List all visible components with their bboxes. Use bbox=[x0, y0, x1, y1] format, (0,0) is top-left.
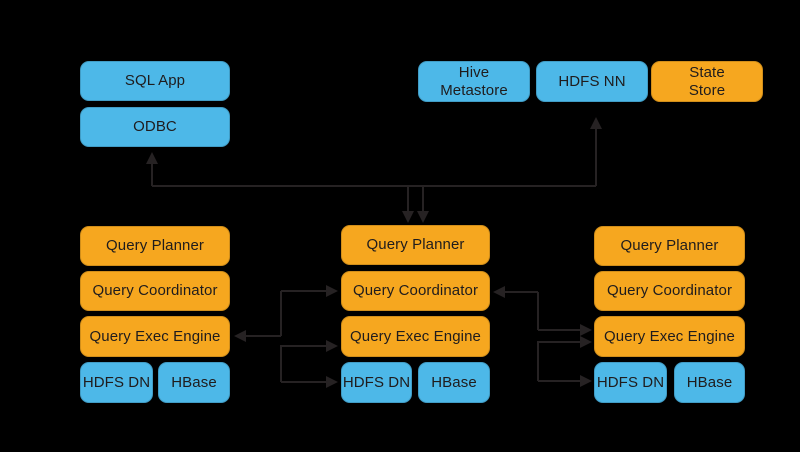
hdfs-nn-label: HDFS NN bbox=[558, 72, 626, 90]
node-3-query-exec-engine-box: Query Exec Engine bbox=[594, 316, 745, 357]
left-middle-coordinator-exec-arrows bbox=[234, 285, 338, 342]
node-3-query-coordinator-label: Query Coordinator bbox=[606, 282, 733, 299]
node-3-query-planner-box: Query Planner bbox=[594, 226, 745, 266]
node-1-query-coordinator-label: Query Coordinator bbox=[92, 282, 218, 299]
node-1-query-exec-engine-label: Query Exec Engine bbox=[89, 327, 221, 345]
node-1-query-planner-label: Query Planner bbox=[105, 237, 205, 254]
node-3-query-exec-engine-label: Query Exec Engine bbox=[604, 327, 735, 345]
node-2-query-exec-engine-box: Query Exec Engine bbox=[341, 316, 490, 357]
node-2-query-coordinator-label: Query Coordinator bbox=[352, 282, 479, 299]
node-1-query-planner-box: Query Planner bbox=[80, 226, 230, 266]
state-store-label-line2: Store bbox=[688, 81, 726, 99]
node-1-hbase-label: HBase bbox=[171, 373, 217, 391]
odbc-label: ODBC bbox=[133, 118, 177, 135]
client-metadata-bus-arrows bbox=[146, 117, 602, 223]
node-2-hdfs-dn-label: HDFS DN bbox=[342, 373, 411, 391]
sql-app-label: SQL App bbox=[124, 72, 186, 89]
node-3-query-coordinator-box: Query Coordinator bbox=[594, 271, 745, 311]
hdfs-nn-box: HDFS NN bbox=[536, 61, 648, 102]
node-1-query-exec-engine-box: Query Exec Engine bbox=[80, 316, 230, 357]
right-exec-hdfs-fork-arrows bbox=[537, 336, 592, 387]
state-store-label-line1: State bbox=[689, 63, 725, 81]
node-1-hbase-box: HBase bbox=[158, 362, 230, 403]
sql-app-box: SQL App bbox=[80, 61, 230, 101]
node-2-hbase-label: HBase bbox=[431, 373, 477, 391]
node-3-hdfs-dn-label: HDFS DN bbox=[596, 373, 665, 391]
node-1-hdfs-dn-box: HDFS DN bbox=[80, 362, 153, 403]
middle-right-coordinator-exec-arrows bbox=[493, 286, 592, 336]
node-3-hdfs-dn-box: HDFS DN bbox=[594, 362, 667, 403]
node-1-hdfs-dn-label: HDFS DN bbox=[82, 373, 151, 391]
odbc-box: ODBC bbox=[80, 107, 230, 147]
node-3-hbase-box: HBase bbox=[674, 362, 745, 403]
node-3-query-planner-label: Query Planner bbox=[620, 237, 719, 254]
middle-exec-hdfs-fork-arrows bbox=[280, 340, 338, 388]
node-2-query-planner-box: Query Planner bbox=[341, 225, 490, 265]
state-store-box: State Store bbox=[651, 61, 763, 102]
hive-metastore-label-line1: Hive bbox=[458, 63, 490, 81]
node-2-hbase-box: HBase bbox=[418, 362, 490, 403]
node-2-query-planner-label: Query Planner bbox=[366, 236, 465, 253]
node-2-query-exec-engine-label: Query Exec Engine bbox=[350, 327, 481, 345]
node-1-query-coordinator-box: Query Coordinator bbox=[80, 271, 230, 311]
node-3-hbase-label: HBase bbox=[686, 373, 733, 391]
hive-metastore-box: Hive Metastore bbox=[418, 61, 530, 102]
hive-metastore-label-line2: Metastore bbox=[440, 81, 508, 99]
node-2-query-coordinator-box: Query Coordinator bbox=[341, 271, 490, 311]
node-2-hdfs-dn-box: HDFS DN bbox=[341, 362, 412, 403]
